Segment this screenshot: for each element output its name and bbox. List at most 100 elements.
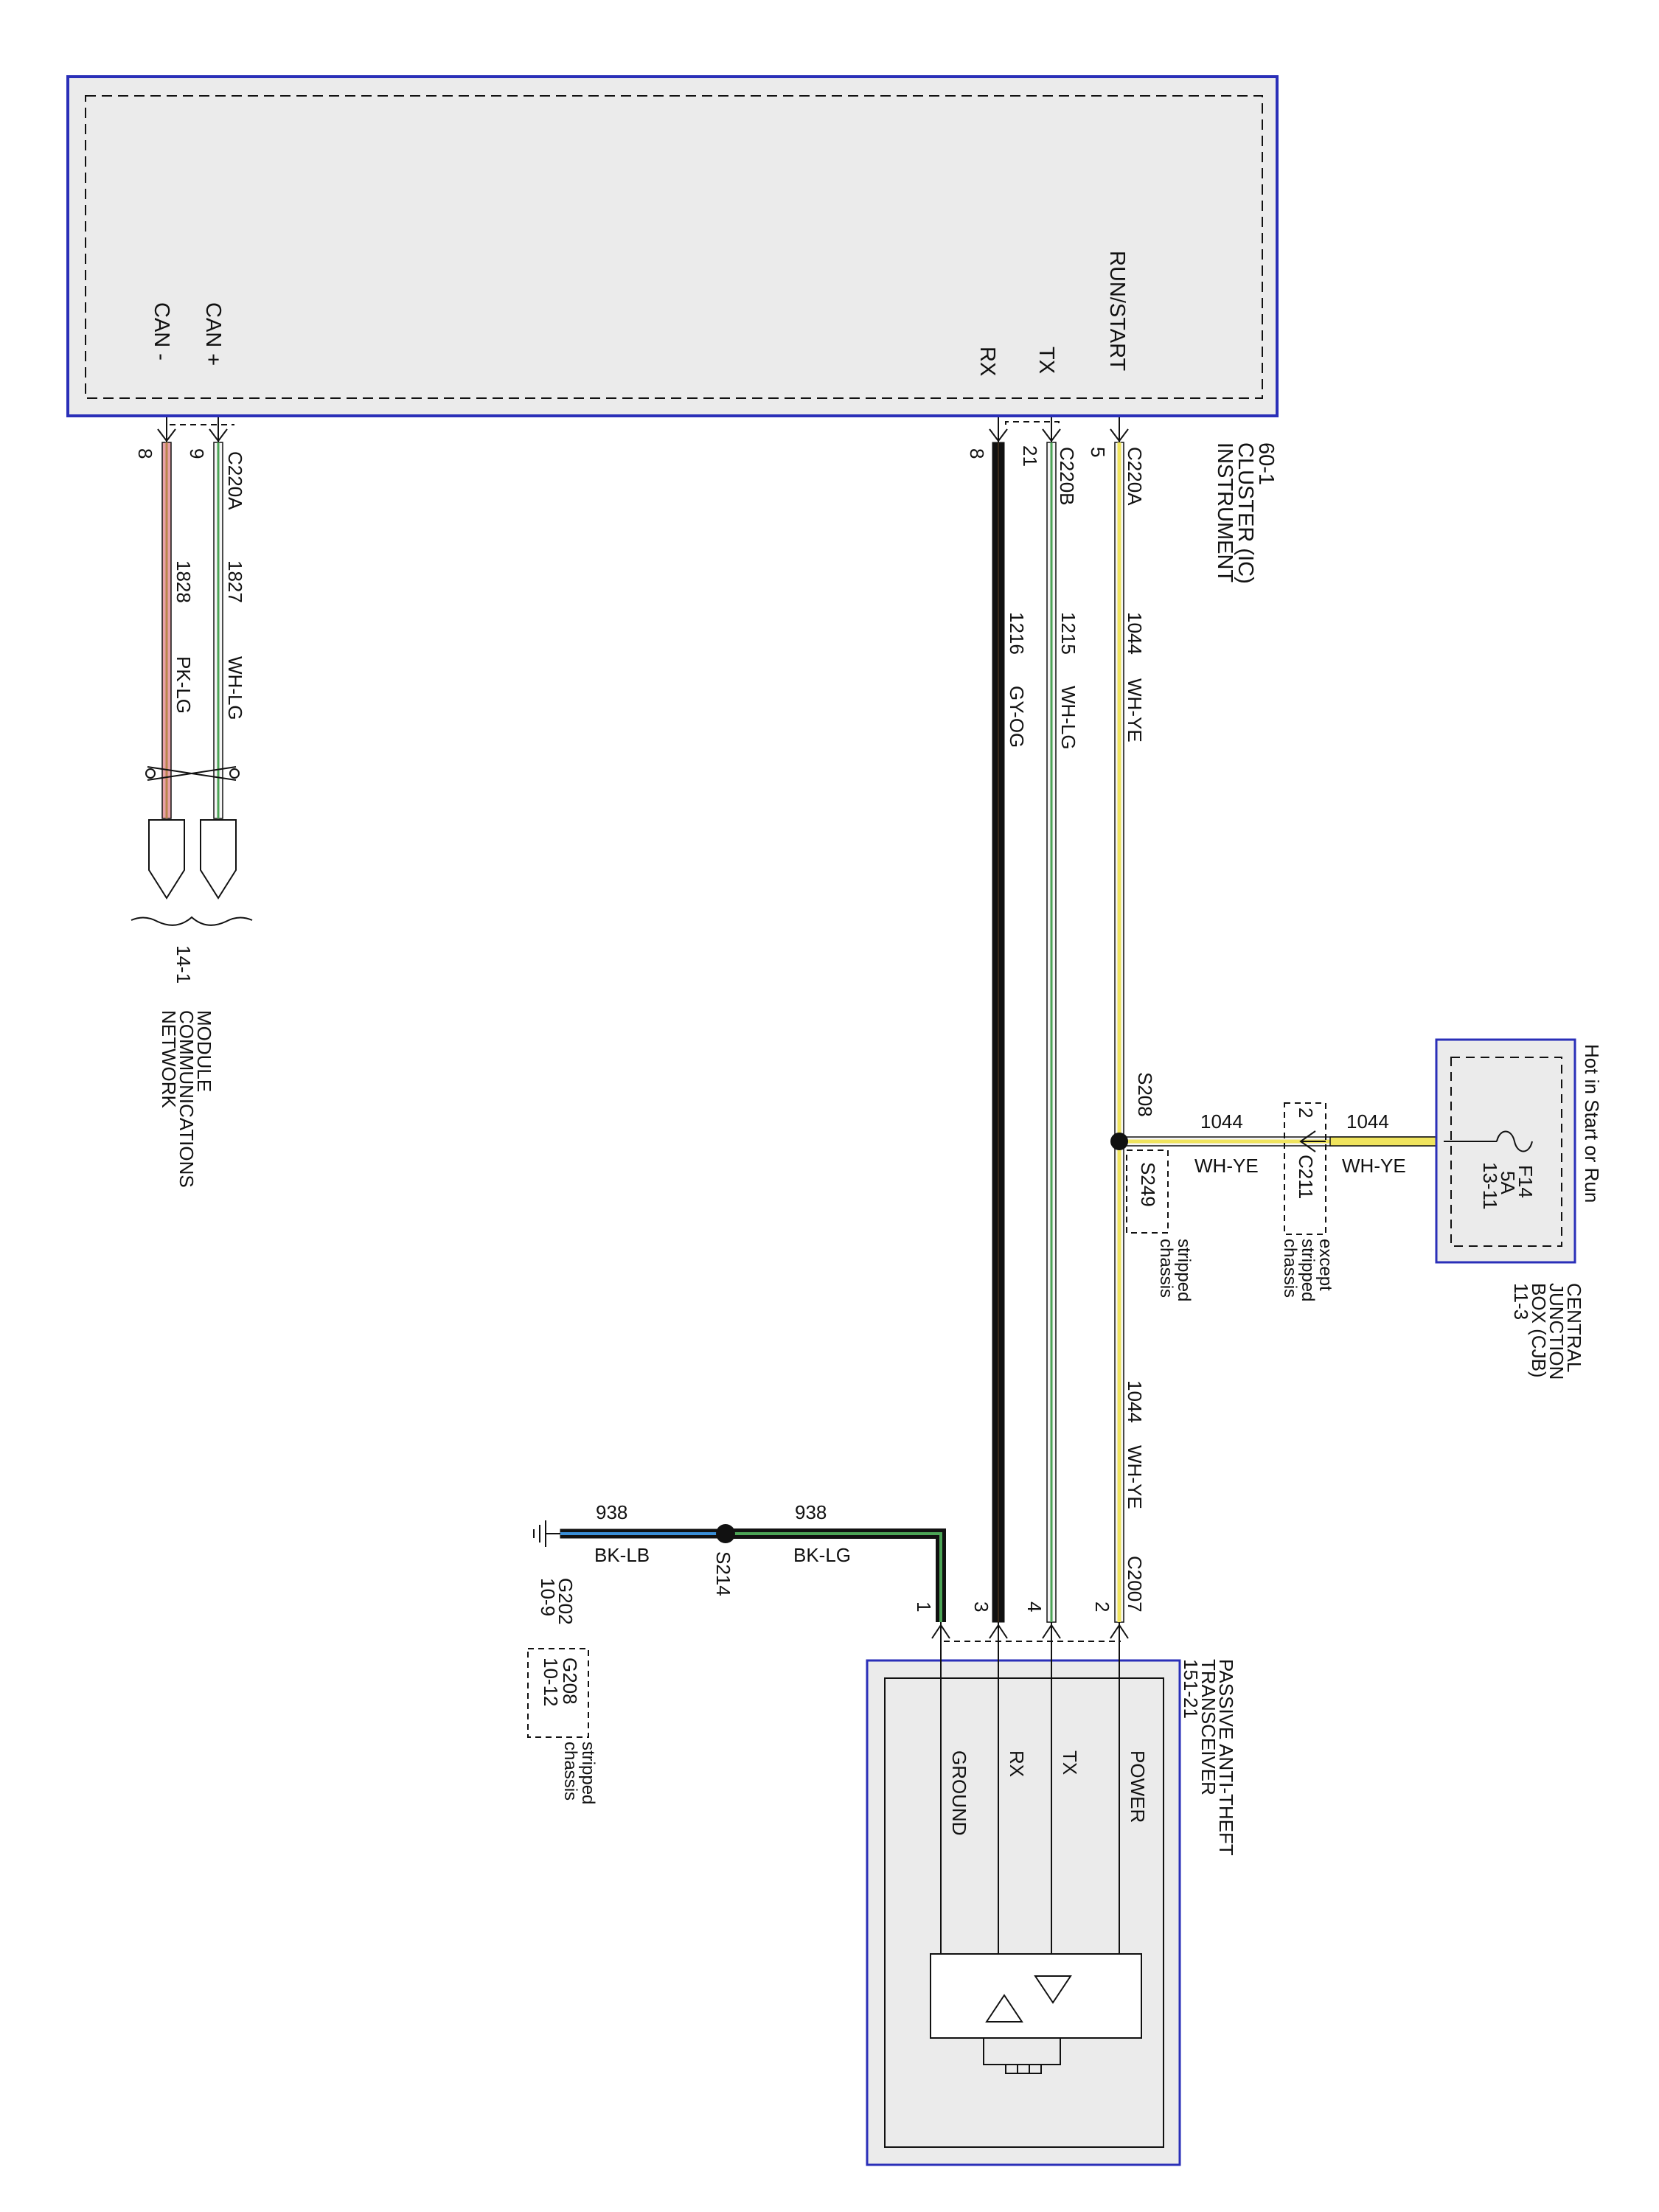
svg-text:151-21: 151-21 <box>1180 1659 1202 1719</box>
twisted-pair-icon <box>145 766 240 781</box>
transceiver-label: PASSIVE ANTI-THEFT TRANSCEIVER 151-21 <box>1180 1659 1237 1856</box>
cjb-hot-label: Hot in Start or Run <box>1581 1044 1603 1203</box>
g202-ref: 10-9 <box>537 1578 559 1616</box>
pin-21: 21 <box>1019 445 1041 467</box>
transceiver-module[interactable] <box>866 1659 1181 2166</box>
svg-text:COMMUNICATIONS: COMMUNICATIONS <box>175 1010 198 1188</box>
pin-9: 9 <box>186 448 208 459</box>
c211-note-line2: stripped <box>1298 1239 1318 1301</box>
pin-1: 1 <box>913 1601 935 1612</box>
svg-text:MODULE: MODULE <box>193 1010 215 1092</box>
svg-text:TRANSCEIVER: TRANSCEIVER <box>1197 1659 1220 1795</box>
c211-note-line3: chassis <box>1280 1239 1300 1298</box>
svg-text:INSTRUMENT: INSTRUMENT <box>1213 442 1237 582</box>
pin-8-left: 8 <box>134 448 156 459</box>
pin-tx-label: TX <box>1034 347 1058 374</box>
pin-can-minus-label: CAN - <box>150 302 173 361</box>
transceiver-internal-lines <box>940 1647 1120 1954</box>
s214-splice <box>716 1524 735 1543</box>
transceiver-pin-power: POWER <box>1127 1750 1149 1823</box>
ic-right-pin-arrows <box>989 417 1129 442</box>
wire-1044-cjb-color: WH-YE <box>1342 1155 1406 1177</box>
svg-text:JUNCTION: JUNCTION <box>1545 1283 1568 1380</box>
cjb-title: CENTRAL JUNCTION BOX (CJB) 11-3 <box>1510 1283 1585 1380</box>
svg-text:11-3: 11-3 <box>1510 1283 1532 1320</box>
fuse-icon <box>1444 1130 1533 1152</box>
transceiver-electronics-icon <box>930 1953 1142 2074</box>
c220b-connector: C220B <box>1056 447 1078 506</box>
wire-1044-lower-circuit: 1044 <box>1124 1380 1146 1423</box>
network-label: MODULE COMMUNICATIONS NETWORK <box>158 1010 215 1188</box>
wire-1215-color: WH-LG <box>1057 686 1079 750</box>
instrument-cluster-module[interactable] <box>66 75 1279 417</box>
g208-ref: 10-12 <box>540 1658 562 1707</box>
wire-938-bk-lg[interactable] <box>726 1528 946 1622</box>
s208-splice <box>1110 1133 1128 1150</box>
wire-1044-upper-circuit: 1044 <box>1124 612 1146 655</box>
wire-938-lb-circuit: 938 <box>596 1501 627 1523</box>
pin-run-start-label: RUN/START <box>1105 251 1129 372</box>
wire-1827-circuit: 1827 <box>224 560 246 603</box>
c220a-left-connector: C220A <box>224 451 246 510</box>
pin-5: 5 <box>1087 447 1109 457</box>
c211-connector[interactable] <box>1284 1102 1326 1235</box>
pin-2-c211: 2 <box>1295 1107 1317 1118</box>
c220a-right-connector: C220A <box>1124 447 1146 506</box>
svg-text:60-1: 60-1 <box>1254 442 1278 485</box>
g208-note-line2: chassis <box>560 1742 580 1801</box>
wire-1827-wh-lg[interactable] <box>213 442 223 819</box>
c2007-connector: C2007 <box>1124 1556 1146 1613</box>
c211-note-line1: except <box>1315 1239 1335 1291</box>
pin-can-plus-label: CAN + <box>201 302 225 366</box>
can-continuation-arrows <box>148 819 237 900</box>
wire-1044-wh-ye-cjb[interactable] <box>1329 1136 1441 1147</box>
svg-text:NETWORK: NETWORK <box>158 1010 180 1109</box>
wire-1216-color: GY-OG <box>1006 686 1028 748</box>
g202-label: G202 <box>554 1578 577 1625</box>
pin-3: 3 <box>970 1601 992 1612</box>
wire-1044-cjb-circuit: 1044 <box>1346 1110 1389 1133</box>
wire-1044-wh-ye-main[interactable] <box>1114 442 1124 1623</box>
wire-1215-wh-lg[interactable] <box>1046 442 1057 1623</box>
pin-2: 2 <box>1091 1601 1113 1612</box>
instrument-cluster-label: INSTRUMENT CLUSTER (IC) 60-1 <box>1213 442 1278 584</box>
s208-label: S208 <box>1134 1072 1156 1117</box>
wire-1215-circuit: 1215 <box>1057 612 1079 655</box>
pin-rx-label: RX <box>975 347 999 376</box>
c2007-pin-arrows <box>931 1622 1129 1647</box>
fuse-rating: 5A <box>1497 1171 1519 1194</box>
cjb-module[interactable] <box>1435 1038 1576 1264</box>
wire-1044-upper-color: WH-YE <box>1124 678 1146 742</box>
ground-icon <box>533 1520 560 1547</box>
g208-note-line1: stripped <box>578 1742 598 1804</box>
transceiver-pin-tx: TX <box>1059 1750 1081 1775</box>
can-pin-arrows <box>157 417 234 442</box>
fuse-ref: 13-11 <box>1479 1162 1501 1210</box>
wire-938-lb-color: BK-LB <box>594 1544 650 1566</box>
wire-938-bk-lb[interactable] <box>560 1528 726 1539</box>
wire-938-lg-color: BK-LG <box>793 1544 851 1566</box>
svg-text:CENTRAL: CENTRAL <box>1563 1283 1585 1372</box>
wire-1216-circuit: 1216 <box>1006 612 1028 655</box>
wire-1828-pk-lg[interactable] <box>161 442 172 819</box>
s249-box <box>1126 1150 1169 1234</box>
wire-1216-gy-og[interactable] <box>992 442 1005 1623</box>
svg-text:BOX (CJB): BOX (CJB) <box>1528 1283 1550 1378</box>
c211-label: C211 <box>1295 1155 1317 1199</box>
wire-938-lg-circuit: 938 <box>795 1501 827 1523</box>
wire-1828-color: PK-LG <box>173 656 195 714</box>
network-page-ref: 14-1 <box>173 945 195 984</box>
pin-4: 4 <box>1023 1601 1046 1612</box>
g208-box <box>527 1648 589 1738</box>
pin-8-rx: 8 <box>966 448 988 459</box>
wire-1044-mid-color: WH-YE <box>1194 1155 1259 1177</box>
wire-1044-lower-color: WH-YE <box>1124 1445 1146 1509</box>
s214-label: S214 <box>712 1551 734 1596</box>
s249-label: S249 <box>1137 1162 1159 1207</box>
s249-note-line2: chassis <box>1156 1239 1176 1298</box>
svg-text:PASSIVE ANTI-THEFT: PASSIVE ANTI-THEFT <box>1215 1659 1237 1856</box>
transceiver-pin-rx: RX <box>1006 1750 1028 1777</box>
wire-1828-circuit: 1828 <box>173 560 195 603</box>
fuse-name: F14 <box>1514 1165 1537 1198</box>
